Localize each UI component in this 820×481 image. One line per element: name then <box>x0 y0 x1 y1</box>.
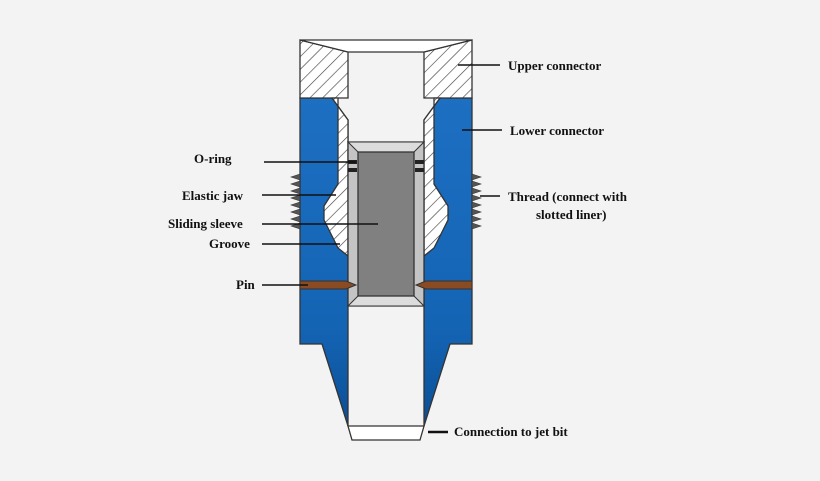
label-connection-to-jet-bit: Connection to jet bit <box>454 424 568 439</box>
thread-right <box>471 173 482 230</box>
label-elastic-jaw: Elastic jaw <box>182 188 244 203</box>
sliding-sleeve-bevel <box>346 141 426 153</box>
label-pin: Pin <box>236 277 256 292</box>
label-lower-connector: Lower connector <box>510 123 604 138</box>
label-o-ring: O-ring <box>194 151 232 166</box>
label-thread-line2: slotted liner) <box>536 207 606 222</box>
bore-bottom-cap <box>347 425 425 441</box>
thread-left <box>290 173 301 230</box>
pin-left <box>299 280 358 290</box>
upper-connector-top-ring <box>299 39 473 53</box>
sliding-sleeve-bevel-bottom <box>346 295 426 307</box>
label-thread-line1: Thread (connect with <box>508 189 628 204</box>
label-upper-connector: Upper connector <box>508 58 602 73</box>
label-sliding-sleeve: Sliding sleeve <box>168 216 243 231</box>
label-groove: Groove <box>209 236 250 251</box>
pin-right <box>414 280 473 290</box>
